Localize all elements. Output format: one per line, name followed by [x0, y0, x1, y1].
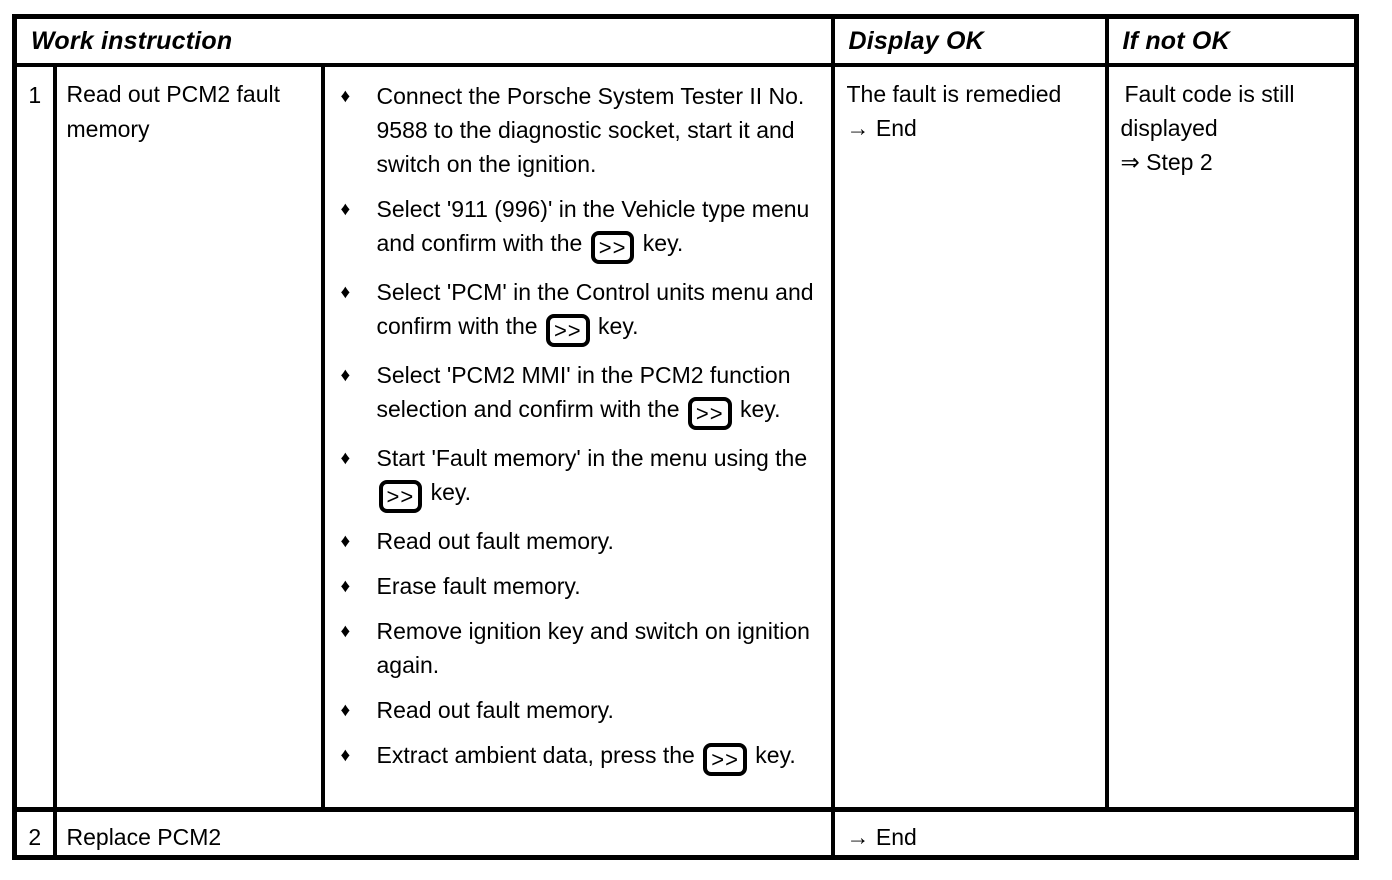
- diamond-bullet-icon: ♦: [340, 530, 351, 552]
- diamond-bullet-icon: ♦: [340, 198, 351, 220]
- instruction-item: ♦Erase fault memory.: [339, 569, 827, 603]
- diamond-bullet-icon: ♦: [340, 620, 351, 642]
- instruction-item: ♦Start 'Fault memory' in the menu using …: [339, 441, 827, 513]
- instruction-item: ♦Select 'PCM2 MMI' in the PCM2 function …: [339, 358, 827, 430]
- if-not-ok-action: ⇒ Step 2: [1120, 148, 1213, 175]
- diamond-bullet-icon: ♦: [340, 575, 351, 597]
- troubleshooting-table: Work instruction Display OK If not OK 1 …: [12, 14, 1359, 860]
- display-ok-action: → End: [846, 114, 917, 141]
- table-row-step-2: 2 Replace PCM2 → End: [12, 807, 1359, 860]
- column-header-work-instruction: Work instruction: [12, 14, 835, 67]
- diamond-bullet-icon: ♦: [340, 744, 351, 766]
- instruction-item: ♦Connect the Porsche System Tester II No…: [339, 79, 827, 181]
- step-number-2: 2: [12, 807, 57, 860]
- column-header-display-ok: Display OK: [830, 14, 1109, 67]
- result-cell-step-2: → End: [830, 807, 1359, 860]
- diamond-bullet-icon: ♦: [340, 281, 351, 303]
- next-key-icon: >>: [545, 313, 590, 347]
- column-header-if-not-ok: If not OK: [1104, 14, 1359, 67]
- task-cell-step-1: Read out PCM2 fault memory: [52, 62, 325, 812]
- table-header-row: Work instruction Display OK If not OK: [12, 14, 1359, 67]
- instructions-cell-step-1: ♦Connect the Porsche System Tester II No…: [320, 62, 835, 812]
- if-not-ok-cell-step-1: Fault code is still displayed ⇒ Step 2: [1104, 62, 1359, 812]
- instruction-item: ♦Read out fault memory.: [339, 693, 827, 727]
- next-key-icon: >>: [378, 479, 423, 513]
- task-cell-step-2: Replace PCM2: [52, 807, 835, 860]
- diamond-bullet-icon: ♦: [340, 447, 351, 469]
- diamond-bullet-icon: ♦: [340, 85, 351, 107]
- instruction-item: ♦Extract ambient data, press the >> key.: [339, 738, 827, 776]
- display-ok-text: The fault is remedied: [846, 80, 1062, 107]
- next-key-icon: >>: [590, 230, 635, 264]
- next-key-icon: >>: [703, 742, 747, 776]
- instruction-item: ♦Remove ignition key and switch on ignit…: [339, 614, 827, 682]
- diamond-bullet-icon: ♦: [340, 699, 351, 721]
- instruction-item: ♦Select '911 (996)' in the Vehicle type …: [339, 192, 827, 264]
- table-row-step-1: 1 Read out PCM2 fault memory ♦Connect th…: [12, 62, 1359, 812]
- instruction-item: ♦Read out fault memory.: [339, 524, 827, 558]
- instruction-list: ♦Connect the Porsche System Tester II No…: [339, 79, 827, 776]
- display-ok-cell-step-1: The fault is remedied → End: [830, 62, 1109, 812]
- instruction-item: ♦Select 'PCM' in the Control units menu …: [339, 275, 827, 347]
- diamond-bullet-icon: ♦: [340, 364, 351, 386]
- step-number-1: 1: [12, 62, 57, 812]
- next-key-icon: >>: [687, 396, 732, 430]
- if-not-ok-text: Fault code is still displayed: [1120, 80, 1295, 141]
